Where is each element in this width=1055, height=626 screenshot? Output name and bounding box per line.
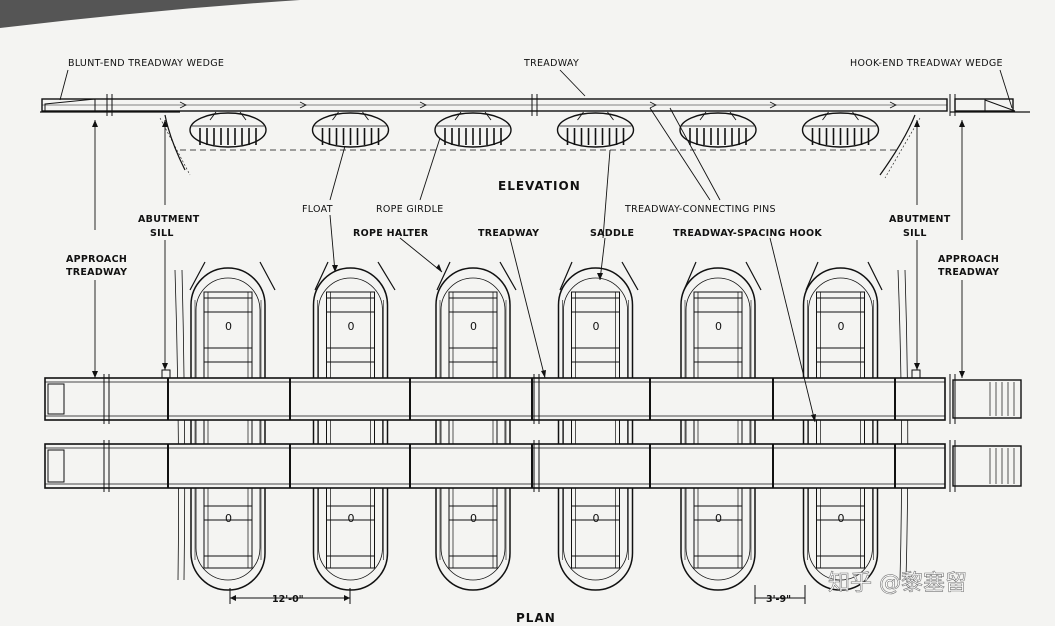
arrowheads bbox=[92, 120, 965, 422]
label-connecting-pins: TREADWAY-CONNECTING PINS bbox=[624, 204, 776, 215]
dimension-spacing bbox=[229, 588, 351, 604]
plan-float: 00 bbox=[557, 267, 634, 591]
label-rope-girdle: ROPE GIRDLE bbox=[376, 204, 444, 215]
left-shoreline bbox=[174, 269, 186, 581]
blunt-wedge-shape bbox=[44, 98, 96, 112]
left-bank bbox=[40, 111, 186, 171]
elevation-float bbox=[189, 111, 267, 148]
label-sill-left: SILL bbox=[150, 228, 174, 239]
elevation-float bbox=[679, 111, 757, 148]
plan-float: 00 bbox=[312, 267, 389, 591]
leader-lines bbox=[59, 69, 1013, 423]
elevation-view bbox=[40, 94, 1030, 179]
break-mid bbox=[531, 94, 538, 116]
label-hook-end-wedge: HOOK-END TREADWAY WEDGE bbox=[850, 58, 1003, 69]
compartment-mark: 0 bbox=[593, 320, 600, 333]
compartment-mark: 0 bbox=[838, 512, 845, 525]
label-float: FLOAT bbox=[302, 204, 333, 215]
label-elevation: ELEVATION bbox=[498, 179, 581, 193]
label-blunt-end-wedge: BLUNT-END TREADWAY WEDGE bbox=[68, 58, 224, 69]
elevation-float bbox=[434, 111, 512, 148]
plan-float: 00 bbox=[680, 267, 756, 591]
scan-shadow bbox=[0, 0, 300, 28]
label-dim-width: 3'-9" bbox=[766, 594, 791, 605]
plan-treadway bbox=[44, 374, 1022, 424]
label-rope-halter: ROPE HALTER bbox=[353, 228, 429, 239]
label-plan: PLAN bbox=[516, 611, 556, 625]
label-approach-treadway-left: TREADWAY bbox=[66, 267, 127, 278]
compartment-mark: 0 bbox=[715, 320, 722, 333]
plan-treadway bbox=[44, 440, 1022, 492]
compartment-mark: 0 bbox=[715, 512, 722, 525]
label-treadway-mid: TREADWAY bbox=[478, 228, 539, 239]
compartment-mark: 0 bbox=[348, 320, 355, 333]
compartment-mark: 0 bbox=[348, 512, 355, 525]
treadway-hooks bbox=[179, 101, 897, 109]
hook-end-segment bbox=[954, 98, 1014, 112]
compartment-mark: 0 bbox=[593, 512, 600, 525]
compartment-mark: 0 bbox=[225, 512, 232, 525]
label-approach-treadway-right: TREADWAY bbox=[938, 267, 999, 278]
label-spacing-hook: TREADWAY-SPACING HOOK bbox=[673, 228, 822, 239]
elevation-float bbox=[801, 111, 880, 148]
label-sill-right: SILL bbox=[903, 228, 927, 239]
right-bank-hatch bbox=[884, 117, 921, 179]
plan-float: 00 bbox=[802, 267, 879, 591]
elevation-floats bbox=[189, 111, 880, 148]
dimension-width bbox=[754, 585, 806, 604]
break-right bbox=[949, 94, 956, 116]
elevation-float bbox=[311, 111, 390, 148]
compartment-mark: 0 bbox=[470, 512, 477, 525]
compartment-mark: 0 bbox=[225, 320, 232, 333]
right-sill-marker bbox=[911, 369, 921, 379]
label-approach-right: APPROACH bbox=[938, 254, 999, 265]
left-sill-marker bbox=[161, 369, 171, 379]
break-left bbox=[106, 94, 113, 116]
watermark: 知乎 @黎塞留 bbox=[828, 571, 967, 596]
plan-float: 00 bbox=[190, 267, 266, 591]
plan-treadways bbox=[44, 374, 1022, 492]
label-treadway-top: TREADWAY bbox=[523, 58, 579, 69]
right-shoreline bbox=[897, 269, 909, 581]
label-abutment-left: ABUTMENT bbox=[138, 214, 200, 225]
label-dim-spacing: 12'-0" bbox=[272, 594, 304, 605]
compartment-mark: 0 bbox=[838, 320, 845, 333]
anchor-ropes bbox=[189, 261, 883, 291]
right-bank bbox=[879, 111, 1030, 176]
label-saddle: SADDLE bbox=[590, 228, 634, 239]
elevation-float bbox=[556, 111, 635, 148]
label-approach-left: APPROACH bbox=[66, 254, 127, 265]
compartment-mark: 0 bbox=[470, 320, 477, 333]
label-abutment-right: ABUTMENT bbox=[889, 214, 951, 225]
hook-wedge-shape bbox=[984, 99, 1016, 112]
plan-float: 00 bbox=[435, 267, 511, 591]
left-bank-hatch bbox=[159, 117, 191, 176]
